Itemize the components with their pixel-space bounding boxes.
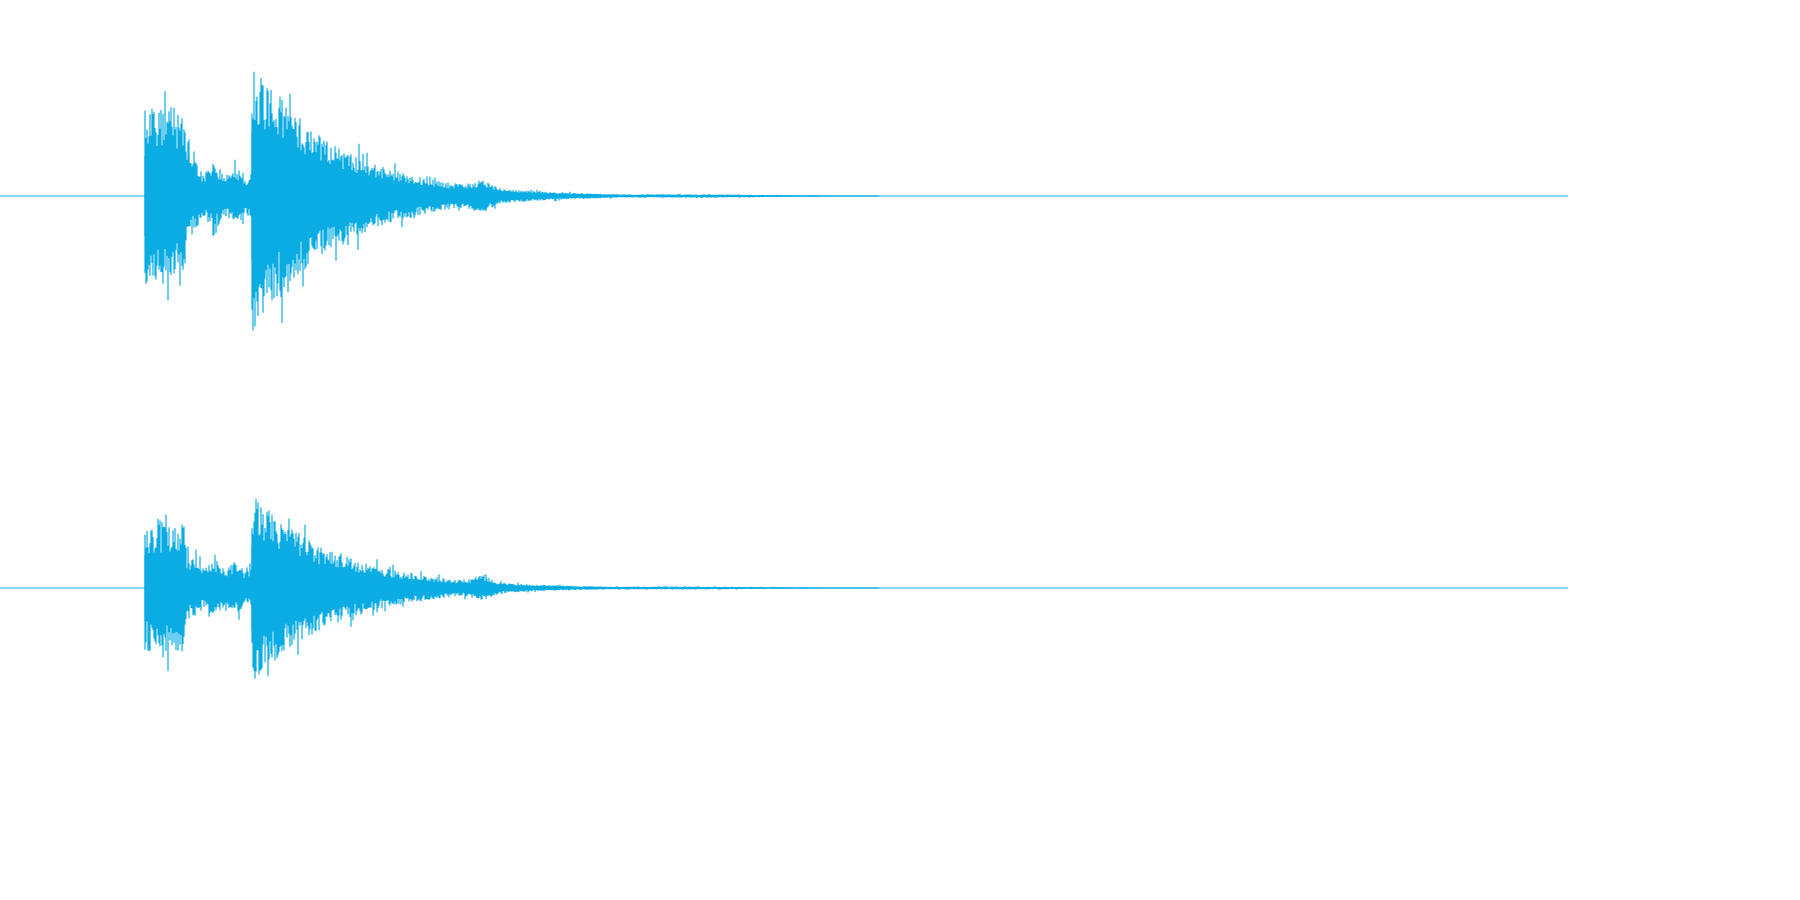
waveform-channel-1 [0,71,1568,331]
audio-waveform-view [0,71,1568,679]
waveform-core [144,133,879,259]
waveform-channel-2 [0,499,1568,679]
waveform-core [144,545,879,631]
